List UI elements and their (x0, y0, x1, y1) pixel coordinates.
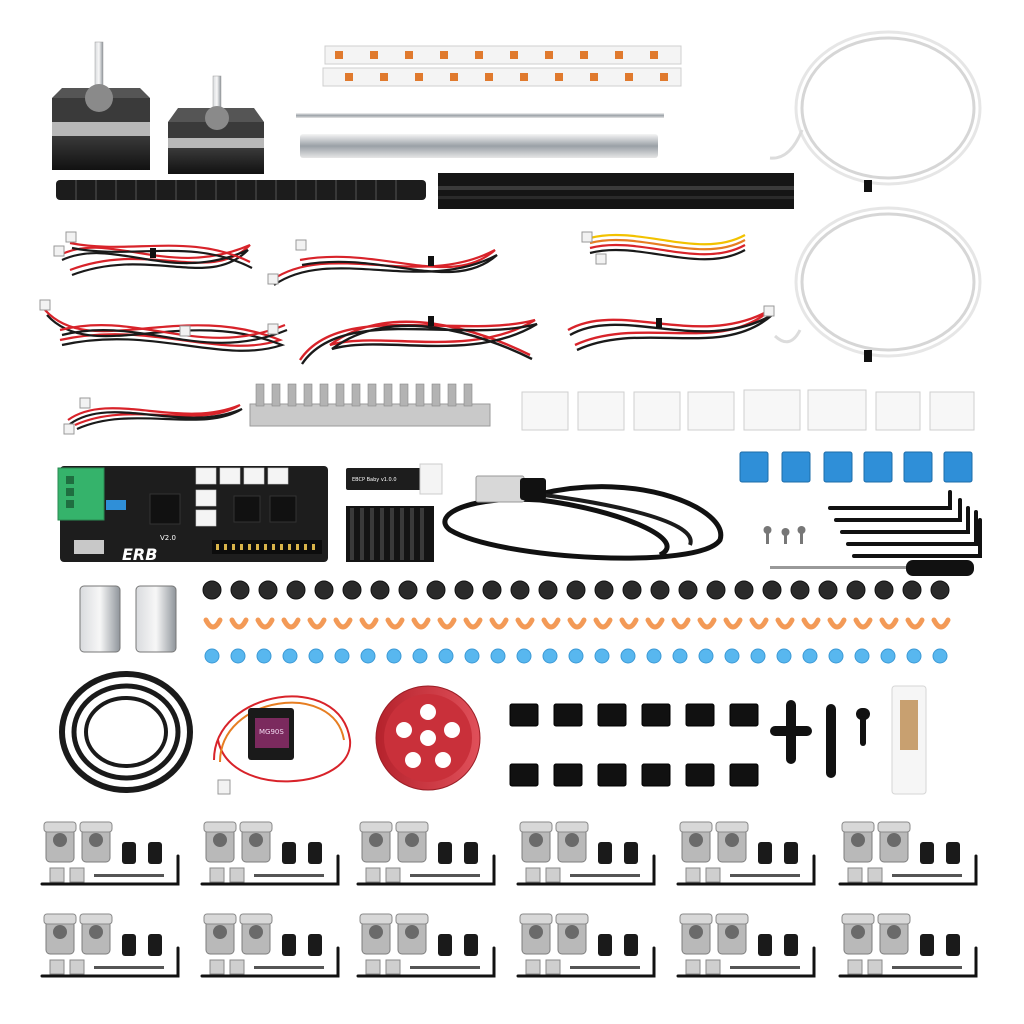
pulley-kit-8 (200, 913, 340, 978)
pulley-kit-10 (516, 913, 656, 978)
screwdriver (770, 560, 974, 576)
screws-small (763, 526, 806, 544)
pulley-kit-11 (676, 913, 816, 978)
connector-housings-row (521, 389, 975, 431)
orange-clips-row (203, 617, 951, 630)
pulley-kit-3 (356, 821, 496, 886)
jumper-caps-row (739, 451, 973, 483)
rubber-grommets-row (202, 580, 950, 600)
pulley-kit-4 (516, 821, 656, 886)
pulley-kit-5 (676, 821, 816, 886)
servo-horns (770, 700, 870, 778)
pulley-kit-2 (200, 821, 340, 886)
timing-belt-loop (59, 671, 193, 793)
linear-rod (300, 134, 658, 158)
crimp-terminals-strip (249, 383, 491, 427)
led-strip-2 (322, 67, 682, 87)
controller-board (57, 466, 328, 562)
linear-bearing-2 (135, 585, 177, 653)
red-gt2-pulley (375, 685, 481, 791)
lead-screw-rod (296, 113, 664, 118)
board-logo-text: ERB (122, 545, 157, 564)
servo-motor (213, 695, 352, 795)
cable-bundle-4 (39, 299, 288, 352)
pulley-kit-1 (40, 821, 180, 886)
led-strip-1 (324, 45, 682, 65)
blue-spacers-row (204, 648, 948, 664)
servo-model-label: MG90S (259, 728, 284, 736)
aluminum-extrusion-rail (438, 173, 794, 209)
endstop-board (346, 463, 443, 495)
pulley-kit-9 (356, 913, 496, 978)
stepper-motor-large (52, 41, 150, 170)
filament-sample-bag (891, 685, 927, 795)
pulley-kit-grid (40, 821, 978, 978)
linear-bearing-1 (79, 585, 121, 653)
cable-bundle-2 (267, 239, 498, 286)
heatsink (346, 506, 434, 562)
stepper-motor-small (168, 75, 264, 174)
cable-bundle-7 (63, 397, 243, 435)
pulley-kit-7 (40, 913, 180, 978)
hex-key-set (828, 490, 982, 558)
pulley-kit-6 (838, 821, 978, 886)
ptfe-tube-coil-1 (769, 30, 982, 192)
board-version-label: V2.0 (160, 534, 176, 542)
cable-bundle-6 (567, 305, 775, 352)
cable-bundle-1 (53, 231, 253, 277)
pulley-kit-12 (838, 913, 978, 978)
endstop-board-label: EBCP Baby v1.0.0 (352, 477, 397, 483)
cable-bundle-5 (299, 316, 538, 365)
cable-drag-chain (56, 180, 426, 200)
connector-clips-grid (509, 703, 759, 787)
usb-cable (442, 475, 724, 561)
cable-bundle-3 (581, 231, 746, 265)
ptfe-tube-coil-2 (773, 206, 982, 362)
